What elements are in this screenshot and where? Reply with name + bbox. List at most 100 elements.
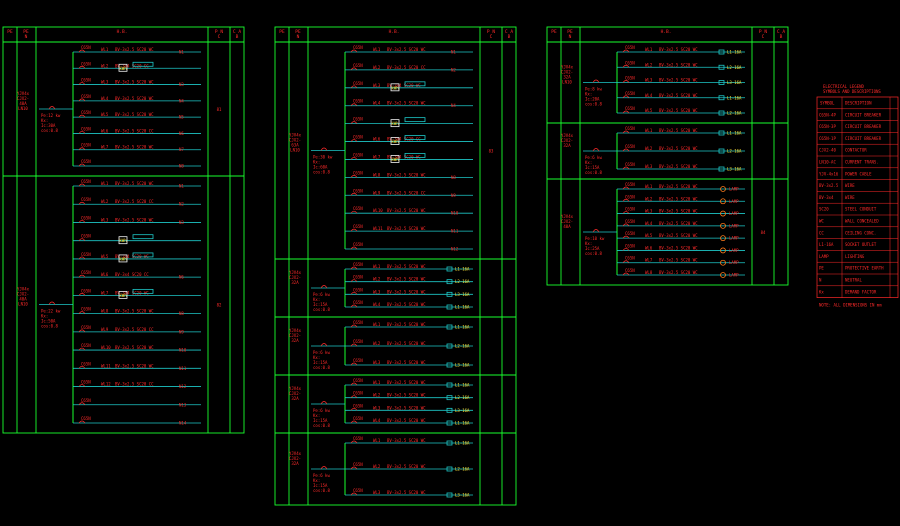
load-end-label: N14 <box>179 421 187 426</box>
cable-spec: BV-3x2.5 SC20 WC <box>387 341 426 346</box>
breaker-label: C65N <box>81 215 91 220</box>
load-end-label: L2-16A <box>727 111 742 116</box>
legend-description: WIRE <box>845 183 855 188</box>
breaker-symbol <box>78 163 86 167</box>
breaker-label: C65N <box>625 207 635 212</box>
circuit-code: WL1 <box>373 322 381 327</box>
cable-spec: BV-3x2.5 SC20 WC <box>115 145 154 150</box>
load-calc-text: Kx: <box>41 314 48 319</box>
breaker-label: C65N <box>81 179 91 184</box>
load-end-label: L1-16A <box>727 95 742 100</box>
branch-circuit: C65N kWh <box>73 234 201 245</box>
breaker-label: C65N <box>353 300 363 305</box>
sheet-header-label: B <box>508 34 511 40</box>
feeder-spec-text: 32A <box>563 143 571 148</box>
load-calc-text: Ic:25A <box>585 246 600 251</box>
feeder-spec-text: CJX2- <box>17 292 29 297</box>
feeder-spec-text: 40A <box>563 224 571 229</box>
cable-spec: BV-3x2.5 SC20 WC <box>387 322 426 327</box>
breaker-label: C65N <box>81 143 91 148</box>
section-mark: 83 <box>489 149 494 154</box>
breaker-label: C65N <box>81 110 91 115</box>
feeder-spec-text: YJV4x <box>17 287 30 292</box>
main-breaker-symbol <box>592 79 600 83</box>
feeder-spec-text: LN10 <box>290 148 300 153</box>
load-end-label: L2-16A <box>455 344 470 349</box>
circuit-code: WL1 <box>373 380 381 385</box>
breaker-symbol <box>350 420 358 424</box>
legend-symbol: PE <box>819 266 824 271</box>
breaker-symbol <box>622 49 630 53</box>
legend-description: CEILING CONC. <box>845 230 876 235</box>
sheet-header-label: C A <box>233 29 241 35</box>
circuit-code: WL3 <box>101 80 109 85</box>
breaker-label: C65N <box>625 256 635 261</box>
load-calc-text: cos:0.8 <box>585 251 602 256</box>
load-calc-text: Pe:6 kw <box>585 155 602 160</box>
load-end-label: N3 <box>179 82 184 87</box>
legend-symbol: BV-3x2.5 <box>819 183 839 188</box>
legend-symbol: C65N-3P <box>819 124 836 129</box>
load-end-label: N12 <box>179 384 187 389</box>
meter-label: kWh <box>119 238 127 243</box>
breaker-label: C65N <box>81 234 91 239</box>
breaker-label: C65N <box>353 117 363 122</box>
socket-icon <box>446 266 453 272</box>
sheet-frame <box>2 26 245 434</box>
load-end-label: N1 <box>179 184 184 189</box>
breaker-symbol <box>350 266 358 270</box>
feeder-spec-text: CJX2- <box>289 456 301 461</box>
circuit-code: WL11 <box>101 363 111 368</box>
cable-spec: BV-3x4 SC20 WC <box>387 83 421 88</box>
current-transformer <box>132 288 154 294</box>
circuit-code: WL6 <box>101 272 109 277</box>
circuit-code: WL8 <box>101 309 109 314</box>
breaker-label: C65N <box>81 45 91 50</box>
breaker-symbol <box>78 147 86 150</box>
circuit-code: WL8 <box>373 172 381 177</box>
circuit-code: WL6 <box>373 137 381 142</box>
load-end-label: LAMP <box>729 211 739 216</box>
circuit-code: WL7 <box>101 145 109 150</box>
load-calc-text: Kx: <box>313 478 320 483</box>
breaker-symbol <box>350 466 358 470</box>
sheet-header-label: P N <box>487 29 495 35</box>
load-calc-text: Pe:12 kw <box>41 113 61 118</box>
load-end-label: L1-16A <box>455 325 470 330</box>
breaker-label: C65N <box>625 219 635 224</box>
meter-label: kWh <box>119 256 127 261</box>
feeder-spec-text: CJX2- <box>17 96 29 101</box>
load-calc-text: Ic:60A <box>313 165 328 170</box>
breaker-label: C65N <box>625 126 635 131</box>
load-calc-text: cos:0.8 <box>313 365 330 370</box>
feeder-spec-text: YJV4x <box>289 328 302 333</box>
load-end-label: L3-16A <box>727 167 742 172</box>
socket-icon <box>718 110 725 116</box>
cable-spec: BV-3x2.5 SC20 WC <box>387 264 426 269</box>
load-end-label: N6 <box>179 275 184 280</box>
legend-description: CIRCUIT BREAKER <box>845 124 882 129</box>
legend-description: WIRE <box>845 195 855 200</box>
load-end-label: L3-16A <box>455 493 470 498</box>
load-calc-text: Kx: <box>313 160 320 165</box>
sheet-header-label: H.B. <box>661 29 672 35</box>
breaker-label: C65N <box>353 63 363 68</box>
breaker-label: C65N <box>353 358 363 363</box>
